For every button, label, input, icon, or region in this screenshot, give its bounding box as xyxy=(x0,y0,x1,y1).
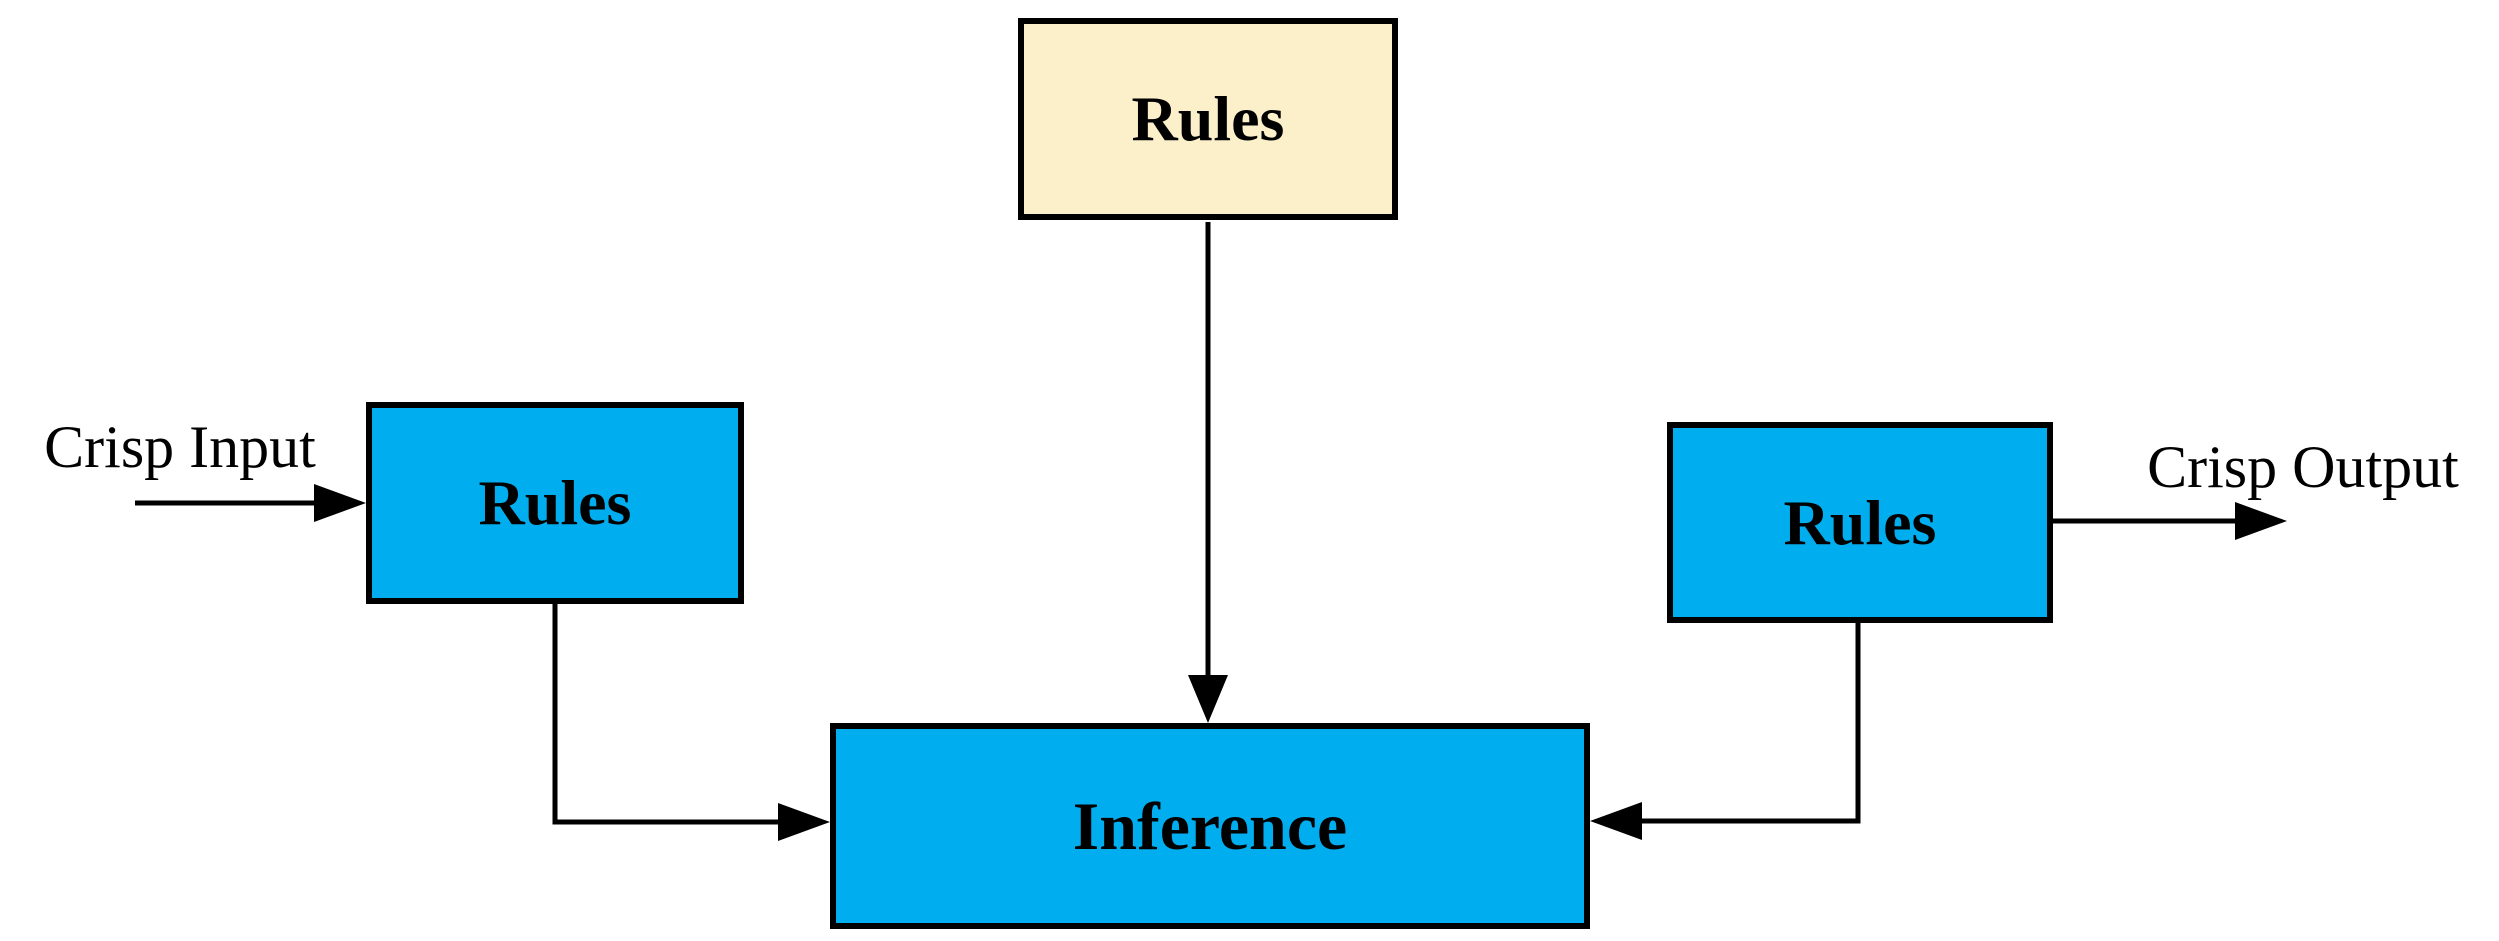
crisp-input-label: Crisp Input xyxy=(44,414,316,480)
rules-box-right: Rules xyxy=(1667,422,2053,623)
rules-box-left: Rules xyxy=(366,402,744,604)
right-elbow-line xyxy=(1638,619,1861,824)
inference-box-label: Inference xyxy=(1072,788,1348,864)
rules-box-top-label: Rules xyxy=(1131,83,1285,154)
right-elbow-arrowhead-icon xyxy=(1590,802,1642,840)
output-arrowhead-icon xyxy=(2235,502,2287,540)
left-elbow-arrowhead-icon xyxy=(778,803,830,841)
down-arrowhead-icon xyxy=(1188,675,1228,723)
rules-box-right-label: Rules xyxy=(1783,486,1937,558)
crisp-output-label: Crisp Output xyxy=(2147,434,2459,500)
left-elbow-line xyxy=(552,600,782,825)
rules-box-top: Rules xyxy=(1018,18,1398,220)
inference-box: Inference xyxy=(830,723,1590,929)
rules-box-left-label: Rules xyxy=(478,467,632,538)
input-arrowhead-icon xyxy=(314,484,366,522)
